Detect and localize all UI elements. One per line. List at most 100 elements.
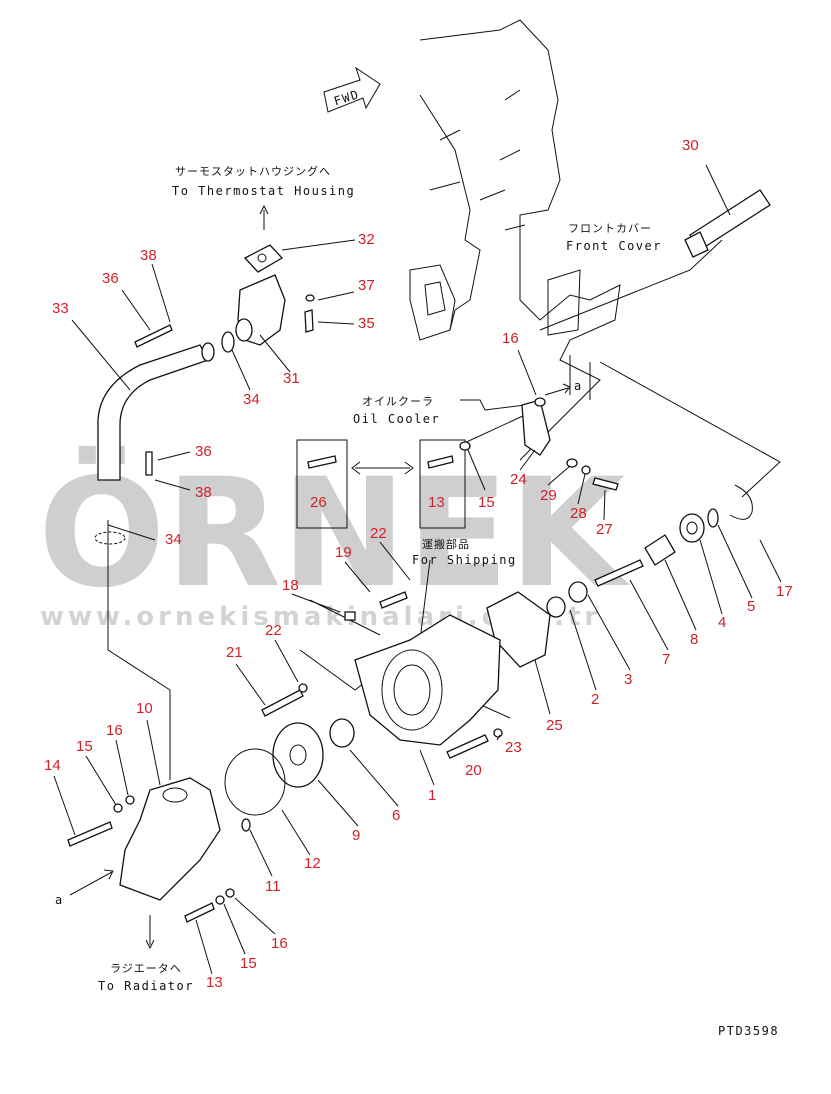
washer-15-lower [113,803,123,813]
callout-32: 32 [358,231,375,248]
callout-16-upper: 16 [502,330,519,347]
bolt-20 [446,734,489,759]
pump-housing-1 [354,614,501,746]
callout-2: 2 [591,691,599,708]
ref-a-upper: a [574,379,583,393]
engine-block [409,19,621,461]
arrow-a-left-icon [69,869,114,896]
callout-15-upper: 15 [478,494,495,511]
callout-11: 11 [265,878,281,895]
bearing-8 [644,534,676,566]
watermark: ÖRNEK www.ornekismakinalari.com.tr [38,445,630,632]
callout-7: 7 [662,651,670,668]
callout-27: 27 [596,521,613,538]
washer-16-bottom [225,888,235,898]
callout-23: 23 [505,739,522,756]
thermostat-elbow-31 [235,274,286,346]
arrow-a-right-icon [544,383,571,396]
callout-37: 37 [358,277,375,294]
part-callouts: 30 32 38 36 37 35 33 31 34 16 36 38 26 1… [44,137,793,991]
callout-36-lower: 36 [195,443,212,460]
drawing-code: PTD3598 [718,1024,779,1038]
note-shipping-en: For Shipping [412,553,517,567]
washer-23 [493,728,503,738]
callout-28: 28 [570,505,587,522]
callout-13-shipping: 13 [428,494,445,511]
shipping-box-left [296,439,348,529]
callout-22-lower: 22 [265,622,282,639]
callout-35: 35 [358,315,375,332]
callout-17: 17 [776,583,793,600]
washer-37 [305,294,315,302]
fwd-label: FWD [332,87,361,108]
callout-15-lower: 15 [76,738,93,755]
note-thermostat-en: To Thermostat Housing [172,184,355,198]
gasket-32 [243,244,284,273]
washer-16-lower [125,795,135,805]
callout-4: 4 [718,614,726,631]
washer-22 [298,683,308,693]
note-shipping-jp: 運搬部品 [422,537,470,551]
bolt-13-shipping [427,455,454,469]
arrow-down-radiator-icon [145,915,155,950]
swap-arrow-icon [351,461,414,475]
callout-38-lower: 38 [195,484,212,501]
note-front-cover-jp: フロントカバー [568,222,652,235]
callout-14: 14 [44,757,61,774]
ref-a-lower: a [55,893,64,907]
bolt-13-lower [184,902,215,923]
snap-ring-17 [729,484,753,520]
callout-38-upper: 38 [140,247,157,264]
impeller-9 [272,722,324,788]
callout-22-upper: 22 [370,525,387,542]
callout-34-lower: 34 [165,531,182,548]
plug-18 [344,611,356,621]
callout-24: 24 [510,471,527,488]
seal-3 [568,581,588,603]
callout-16-bottom: 16 [271,935,288,952]
callout-26: 26 [310,494,327,511]
callout-18: 18 [282,577,299,594]
washer-28 [581,465,591,475]
callout-20: 20 [465,762,482,779]
washer-29 [566,458,578,468]
pipe-33 [97,342,215,481]
callout-31: 31 [283,370,300,387]
bolt-35 [304,309,314,333]
watermark-brand: ÖRNEK [38,445,630,621]
callout-8: 8 [690,631,698,648]
callout-33: 33 [52,300,69,317]
o-ring-34-lower [94,531,126,545]
bolt-21 [261,689,304,717]
note-thermostat-jp: サーモスタットハウジングへ [175,164,331,178]
note-radiator-en: To Radiator [98,979,194,993]
callout-19: 19 [335,544,352,561]
seal-2 [546,596,566,618]
callout-25: 25 [546,717,563,734]
shipping-box-right [419,439,466,529]
callout-6: 6 [392,807,400,824]
callout-1: 1 [428,787,436,804]
callout-leaders [53,164,782,975]
elbow-10 [119,777,221,901]
o-ring-34-upper [221,331,235,353]
callout-3: 3 [624,671,632,688]
callout-15-bottom: 15 [240,955,257,972]
callout-12: 12 [304,855,321,872]
bolt-36-upper [134,324,173,348]
shaft-7 [594,559,644,587]
callout-5: 5 [747,598,755,615]
bolt-26 [307,455,337,469]
callout-13-bottom: 13 [206,974,223,991]
callout-16-lower: 16 [106,722,123,739]
bolt-19 [379,591,408,609]
callout-10: 10 [136,700,153,717]
shaft-30 [684,189,771,258]
bolt-36-lower [145,451,153,476]
leader-lines [107,239,781,780]
washer-15-upper [459,441,471,451]
callout-29: 29 [540,487,557,504]
seal-6 [329,718,355,748]
